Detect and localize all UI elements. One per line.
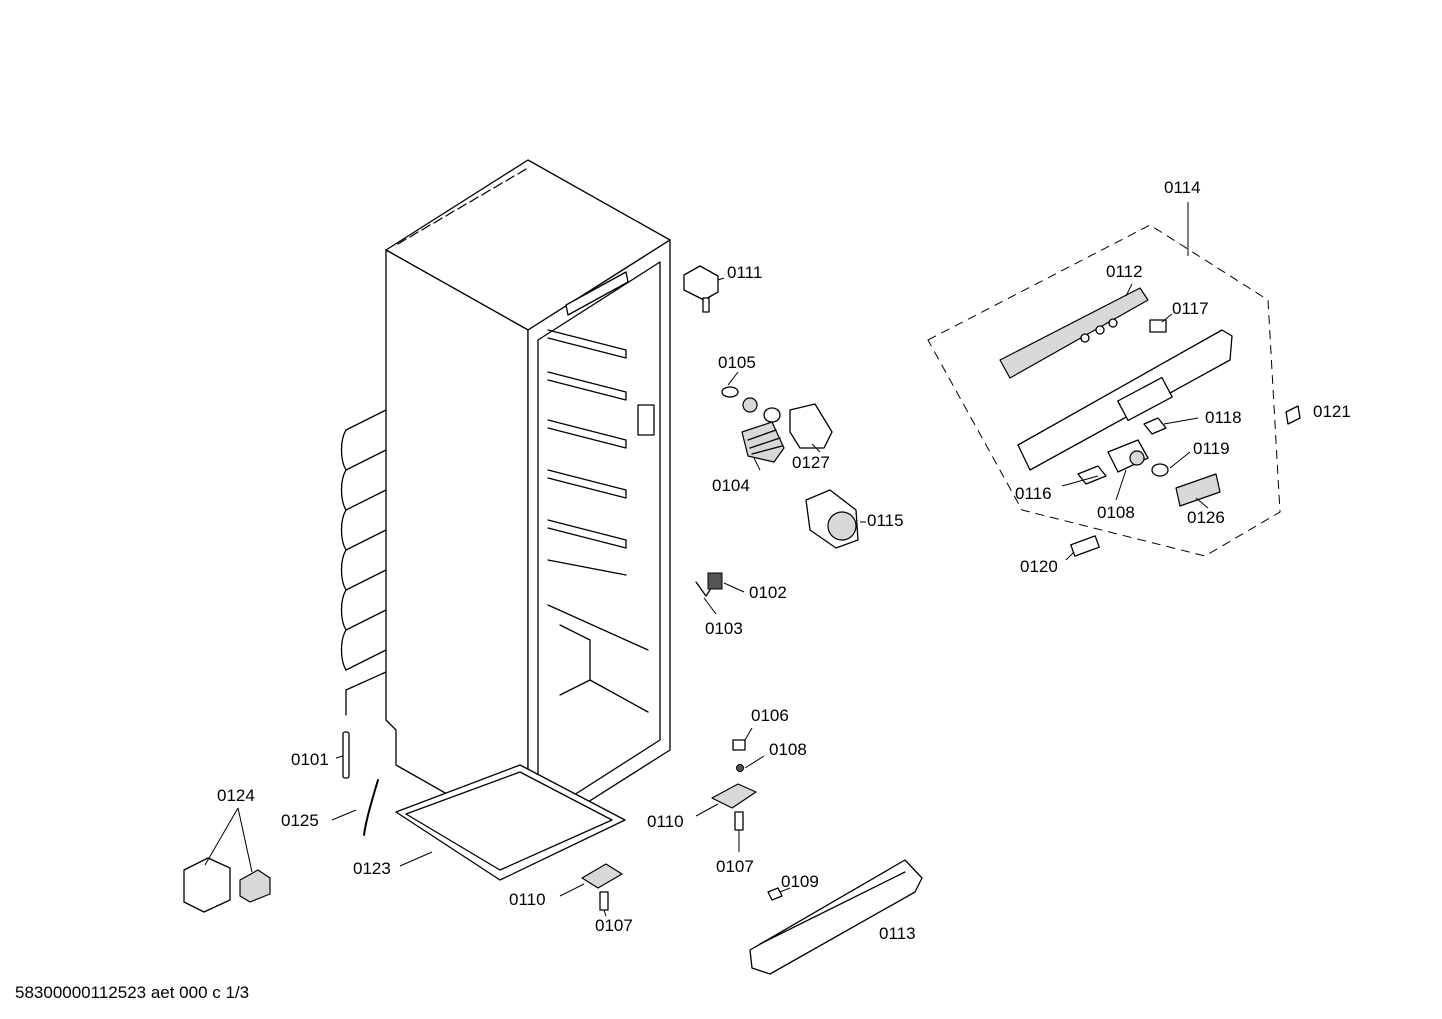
label-0125: 0125	[281, 811, 319, 830]
hinge-bottom-left	[581, 863, 623, 911]
cover-plate	[1175, 473, 1221, 507]
label-0104: 0104	[712, 476, 750, 495]
label-0112: 0112	[1106, 262, 1143, 281]
label-0127: 0127	[792, 453, 830, 472]
drawing-reference: 58300000112523 aet 000 c 1/3	[15, 983, 249, 1002]
label-0119: 0119	[1193, 439, 1230, 458]
indicator-lens	[1143, 417, 1167, 435]
label-0109: 0109	[781, 872, 819, 891]
switch	[1077, 465, 1107, 485]
label-0115: 0115	[867, 511, 904, 530]
label-0121: 0121	[1313, 402, 1351, 421]
assembly-boundary	[927, 224, 1281, 557]
hinge-bottom-right	[711, 739, 757, 831]
label-0118: 0118	[1205, 408, 1242, 427]
label-0123: 0123	[353, 859, 391, 878]
lamp-cover	[789, 403, 833, 449]
knob	[1149, 319, 1167, 333]
label-plate	[1070, 535, 1100, 557]
label-0110-left: 0110	[509, 890, 546, 909]
sensor-holder	[695, 572, 723, 597]
drain-hose	[363, 779, 379, 836]
sensor-tube	[342, 731, 350, 779]
control-housing	[1017, 329, 1233, 471]
lamp	[721, 386, 781, 423]
condenser	[340, 409, 387, 716]
label-0107-right: 0107	[716, 857, 754, 876]
lamp-holder	[741, 421, 785, 463]
label-0124: 0124	[217, 786, 255, 805]
leader-lines	[204, 202, 1209, 917]
label-0108-hinge: 0108	[769, 740, 807, 759]
label-0106: 0106	[751, 706, 789, 725]
small-clip	[1285, 405, 1301, 425]
lamp-socket	[1151, 463, 1169, 477]
thermostat	[1107, 439, 1149, 473]
label-0105: 0105	[718, 353, 756, 372]
electrical-box	[183, 857, 271, 913]
label-0110-right: 0110	[647, 812, 684, 831]
label-0111: 0111	[727, 263, 762, 282]
label-0120: 0120	[1020, 557, 1058, 576]
plinth	[749, 859, 923, 975]
control-board	[999, 287, 1149, 379]
label-0114: 0114	[1164, 178, 1201, 197]
clip	[767, 887, 783, 901]
label-0116: 0116	[1015, 484, 1052, 503]
label-0126: 0126	[1187, 508, 1225, 527]
label-0107-left: 0107	[595, 916, 633, 935]
hinge-top	[683, 265, 719, 313]
part-labels: 0111 0105 0104 0127 0115 0102 0103 0106 …	[217, 178, 1351, 943]
label-0113: 0113	[879, 924, 916, 943]
label-0101: 0101	[291, 750, 329, 769]
fan-cover	[805, 489, 859, 549]
cabinet	[385, 159, 671, 881]
label-0108-assembly: 0108	[1097, 503, 1135, 522]
label-0117: 0117	[1172, 299, 1209, 318]
label-0102: 0102	[749, 583, 787, 602]
label-0103: 0103	[705, 619, 743, 638]
